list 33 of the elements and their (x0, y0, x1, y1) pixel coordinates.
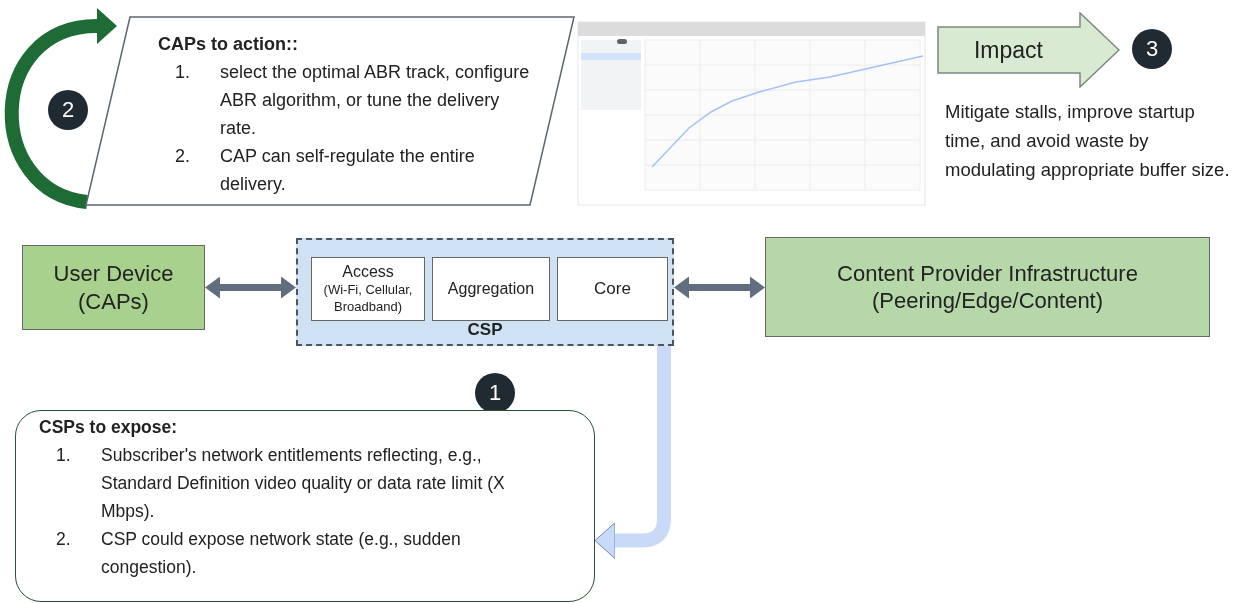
box-label: Content Provider Infrastructure (Peering/Edge/Content) (836, 259, 1139, 315)
box-sublabel: (Wi-Fi, Cellular, Broadband) (322, 282, 414, 316)
list-number: 2. (55, 528, 72, 551)
step-number: 2 (48, 90, 88, 130)
list-item: Subscriber's network entitlements reflecting, e.g., Standard Definition video quality or data rate limit (X Mbps). (101, 444, 506, 523)
list-heading: CSPs to expose: (39, 416, 179, 439)
arrow (4, 8, 117, 209)
segment-box (557, 257, 668, 321)
box-label: Core (594, 278, 631, 300)
step-number: 3 (1132, 29, 1172, 69)
arrow (674, 276, 765, 299)
arrow (594, 346, 671, 560)
group-title: CSP (466, 320, 504, 340)
box-label: Access (342, 262, 394, 283)
note-text: Mitigate stalls, improve startup time, and avoid waste by modulating appropriate buffer size. (945, 100, 1230, 182)
process-box (22, 245, 205, 330)
group-box (296, 238, 674, 346)
box-label: User Device (CAPs) (52, 260, 175, 315)
segment-box (311, 257, 425, 321)
list-item: CAP can self-regulate the entire delivery. (220, 145, 476, 196)
list-item: CSP could expose network state (e.g., sudden congestion). (101, 528, 462, 579)
arrow-label: Impact (973, 35, 1044, 65)
list-number: 1. (55, 444, 72, 467)
rounded-box (15, 410, 595, 602)
list-item: select the optimal ABR track, configure ABR algorithm, or tune the delivery rate. (220, 61, 531, 140)
list-number: 1. (174, 61, 191, 84)
step-number: 1 (475, 373, 515, 413)
arrow (205, 276, 296, 299)
list-heading: CAPs to action:: (158, 33, 299, 56)
list-number: 2. (174, 145, 191, 168)
process-box (765, 237, 1210, 337)
box-label: Aggregation (447, 279, 535, 299)
segment-box (432, 257, 550, 321)
